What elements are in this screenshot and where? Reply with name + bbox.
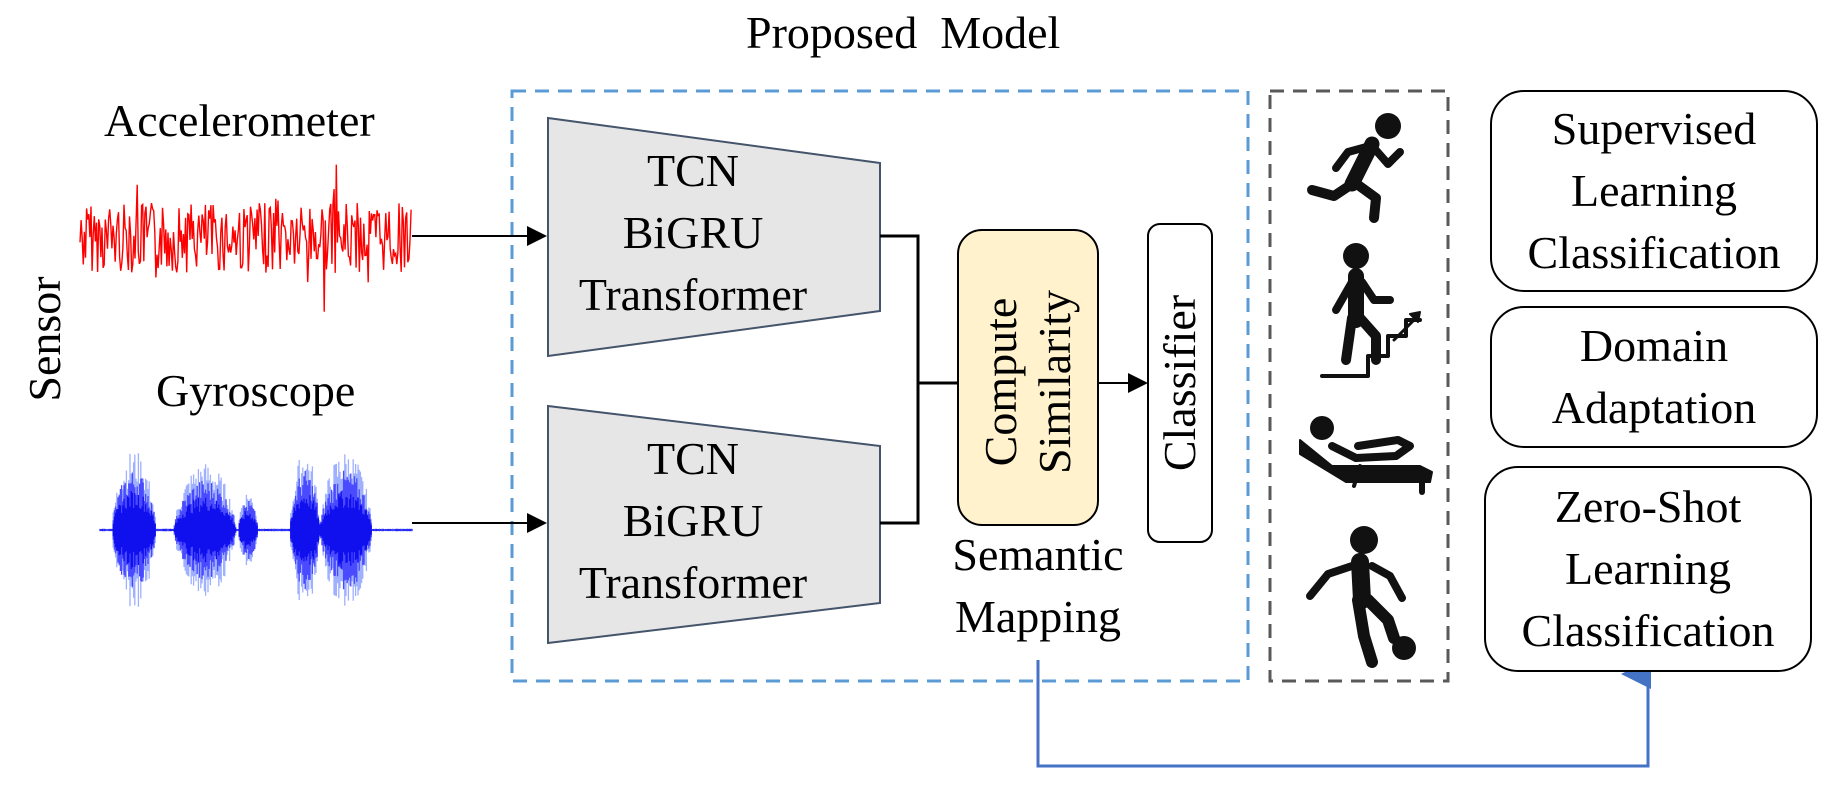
encoder-top-line-1: TCN <box>647 145 739 196</box>
similarity-box <box>957 229 1099 526</box>
zero-shot-line-3: Classification <box>1521 605 1775 656</box>
similarity-label: Compute Similarity <box>970 244 1086 520</box>
domain-line-2: Adaptation <box>1551 382 1757 433</box>
encoder-bottom-line-2: BiGRU <box>622 495 764 546</box>
gyroscope-waveform-layer-3 <box>99 491 413 569</box>
encoder-top-label: TCN BiGRU Transformer <box>548 140 838 326</box>
proposed-model-box <box>510 89 1250 683</box>
encoder-bottom-line-3: Transformer <box>578 557 808 608</box>
diagram-title: Proposed Model <box>746 7 1061 58</box>
supervised-line-2: Learning <box>1570 165 1738 216</box>
zero-shot-line-1: Zero-Shot <box>1554 481 1742 532</box>
running-person-icon <box>1307 113 1404 223</box>
domain-adaptation-box: Domain Adaptation <box>1490 306 1818 448</box>
encoder-top-line-2: BiGRU <box>622 207 764 258</box>
classifier-label: Classifier <box>1153 263 1207 503</box>
classifier-box <box>1147 223 1213 543</box>
sensor-label: Sensor <box>18 256 72 422</box>
encoder-top-line-3: Transformer <box>578 269 808 320</box>
accelerometer-signal <box>79 164 412 312</box>
similarity-line-2: Similarity <box>1029 290 1080 474</box>
classifier-label-text: Classifier <box>1154 294 1205 472</box>
encoder-top-shape <box>547 116 881 358</box>
stairs-climbing-icon <box>1320 243 1422 378</box>
soccer-player-icon <box>1306 526 1416 668</box>
supervised-learning-box: Supervised Learning Classification <box>1490 90 1818 292</box>
gyroscope-label: Gyroscope <box>156 365 356 416</box>
similarity-line-1: Compute <box>975 297 1026 467</box>
encoder-bottom-shape <box>547 404 881 645</box>
accelerometer-waveform <box>79 164 412 312</box>
lying-person-icon <box>1299 416 1433 495</box>
encoder-bottom-line-1: TCN <box>647 433 739 484</box>
encoder-bottom-label: TCN BiGRU Transformer <box>548 428 838 614</box>
sensor-label-text: Sensor <box>19 276 70 402</box>
accelerometer-label: Accelerometer <box>104 95 375 146</box>
semantic-mapping-line-1: Semantic <box>952 529 1124 580</box>
activity-icons-box <box>1268 89 1450 683</box>
gyroscope-signal <box>99 453 413 607</box>
supervised-line-1: Supervised <box>1551 103 1757 154</box>
supervised-line-3: Classification <box>1527 227 1781 278</box>
semantic-mapping-line-2: Mapping <box>954 591 1122 642</box>
zero-shot-learning-box: Zero-Shot Learning Classification <box>1484 466 1812 672</box>
domain-line-1: Domain <box>1579 320 1729 371</box>
zero-shot-line-2: Learning <box>1564 543 1732 594</box>
semantic-to-zero-shot-arrow <box>1036 659 1651 768</box>
encoder-merge-connector <box>880 234 920 525</box>
semantic-mapping-label: Semantic Mapping <box>930 524 1146 648</box>
